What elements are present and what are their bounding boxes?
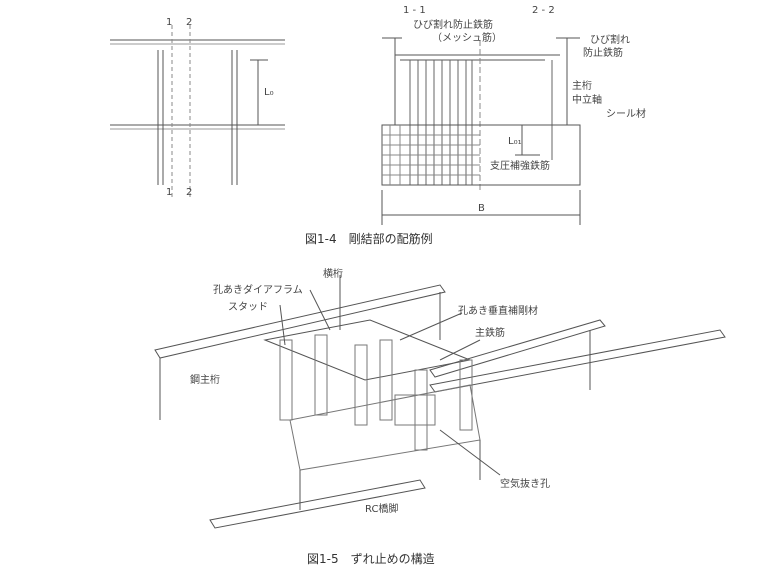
fig14-left-elevation [110, 25, 285, 200]
section-1-top-label: 1 [166, 17, 173, 28]
fig14-caption: 図1-4 剛結部の配筋例 [305, 232, 433, 246]
cross-girder-label: 横桁 [323, 269, 343, 280]
perforated-stiffener-label: 孔あき垂直補剛材 [458, 306, 538, 317]
air-hole-label: 空気抜き孔 [500, 479, 550, 490]
seal-label: シール材 [606, 109, 646, 120]
dimension-lo1-label: L₀₁ [508, 136, 522, 147]
section-2-bottom-label: 2 [186, 187, 193, 198]
fig15-caption: 図1-5 ずれ止めの構造 [307, 552, 435, 566]
main-rebar-label: 主鉄筋 [475, 328, 505, 339]
bearing-rebar-label: 支圧補強鉄筋 [490, 161, 550, 172]
rc-pier-label: RC橋脚 [365, 504, 399, 515]
crack-rebar-label-2: 防止鉄筋 [583, 48, 623, 59]
crack-mesh-sub-label: （メッシュ筋） [432, 33, 502, 44]
fig15-isometric [154, 275, 726, 529]
section-1-1-label: 1 - 1 [403, 5, 426, 16]
main-girder-label: 主桁 [572, 81, 592, 92]
crack-mesh-label: ひび割れ防止鉄筋 [413, 20, 493, 31]
fig14-right-section [381, 37, 581, 225]
stud-label: スタッド [228, 302, 268, 313]
section-2-top-label: 2 [186, 17, 193, 28]
width-b-label: B [478, 203, 485, 214]
neutral-axis-label: 中立軸 [572, 95, 602, 106]
section-1-bottom-label: 1 [166, 187, 173, 198]
section-2-2-label: 2 - 2 [532, 5, 555, 16]
crack-rebar-label-1: ひび割れ [590, 35, 630, 46]
steel-girder-label: 鋼主桁 [190, 375, 220, 386]
dimension-lo-label: L₀ [264, 87, 274, 98]
perforated-diaphragm-label: 孔あきダイアフラム [213, 285, 303, 296]
